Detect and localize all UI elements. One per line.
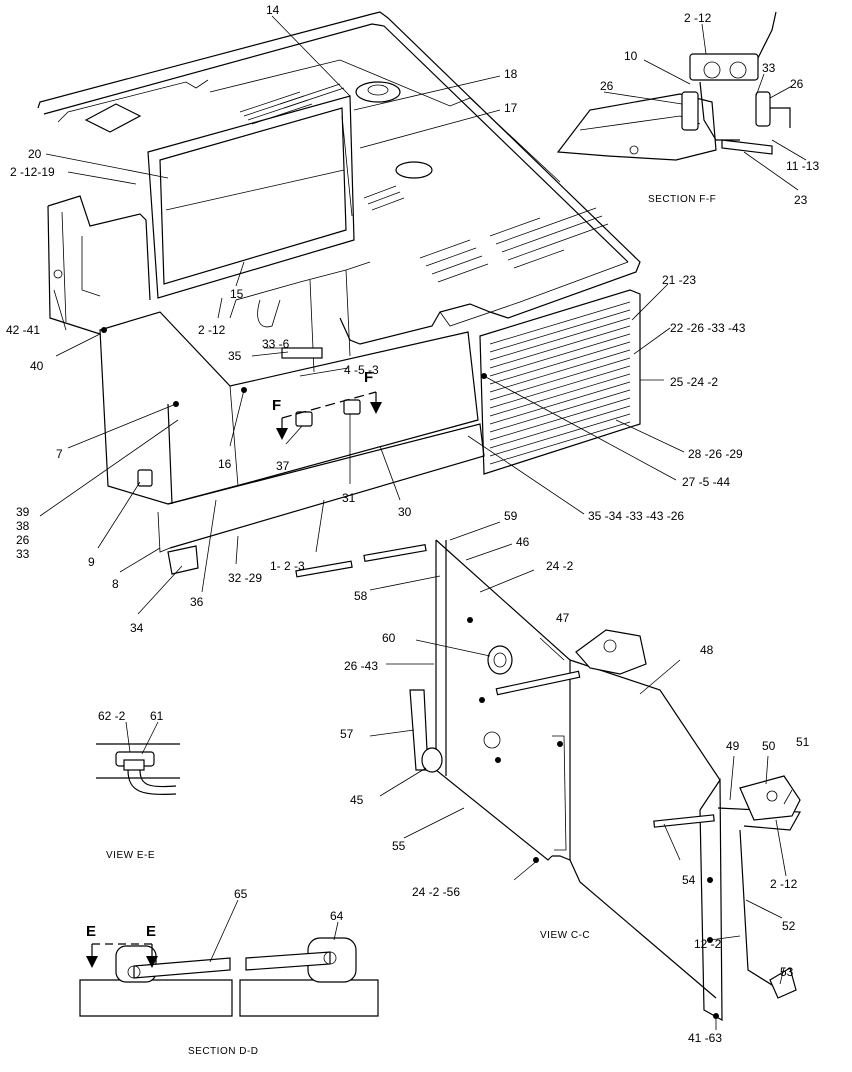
callout-61: 61: [150, 709, 164, 723]
callout-12-2: 12 -2: [694, 937, 722, 951]
callout-36: 36: [190, 595, 204, 609]
callout-20: 20: [28, 147, 42, 161]
section-ff-drawing: [556, 11, 791, 161]
callout-24-2: 24 -2: [546, 559, 574, 573]
callout-35-34-33-43-26: 35 -34 -33 -43 -26: [588, 509, 684, 523]
callout-45: 45: [350, 793, 364, 807]
callout-22-26-33-43: 22 -26 -33 -43: [670, 321, 746, 335]
callout-49: 49: [726, 739, 740, 753]
callout-26: 26: [16, 533, 30, 547]
callout-55: 55: [392, 839, 406, 853]
callout-labels: 14 18 17 20 2 -12-19 42 -41 40 7 39 38 2…: [6, 3, 819, 1045]
callout-31: 31: [342, 491, 356, 505]
callout-60: 60: [382, 631, 396, 645]
callout-37: 37: [276, 459, 290, 473]
caption-view-cc: VIEW C-C: [540, 930, 590, 941]
callout-25-24-2: 25 -24 -2: [670, 375, 718, 389]
callout-62-2: 62 -2: [98, 709, 126, 723]
callout-46: 46: [516, 535, 530, 549]
callout-40: 40: [30, 359, 44, 373]
section-dd-drawing: [79, 937, 379, 1017]
callout-14: 14: [266, 3, 280, 17]
callout-38: 38: [16, 519, 30, 533]
callout-47: 47: [556, 611, 570, 625]
callout-ff-10: 10: [624, 49, 638, 63]
callout-1-2-3: 1- 2 -3: [270, 559, 305, 573]
view-cc-drawing: [409, 539, 801, 1022]
callout-ff-23: 23: [794, 193, 808, 207]
callout-8: 8: [112, 577, 119, 591]
callout-32-29: 32 -29: [228, 571, 262, 585]
section-marker-f-left: F: [272, 397, 281, 414]
callout-ff-11-13: 11 -13: [786, 159, 819, 173]
callout-16: 16: [218, 457, 232, 471]
section-marker-e-right: E: [146, 923, 156, 940]
callout-58: 58: [354, 589, 368, 603]
callout-42-41: 42 -41: [6, 323, 40, 337]
callout-26-43: 26 -43: [344, 659, 378, 673]
callout-ff-33: 33: [762, 61, 776, 75]
section-marker-e-left: E: [86, 923, 96, 940]
callout-33-6: 33 -6: [262, 337, 290, 351]
view-captions: SECTION F-F VIEW E-E VIEW C-C SECTION D-…: [106, 194, 716, 1057]
callout-18: 18: [504, 67, 518, 81]
callout-17: 17: [504, 101, 518, 115]
callout-27-5-44: 27 -5 -44: [682, 475, 730, 489]
callout-65: 65: [234, 887, 248, 901]
callout-48: 48: [700, 643, 714, 657]
caption-section-ff: SECTION F-F: [648, 194, 716, 205]
callout-54: 54: [682, 873, 696, 887]
callout-64: 64: [330, 909, 344, 923]
callout-4-5-3: 4 -5 -3: [344, 363, 379, 377]
callout-39: 39: [16, 505, 30, 519]
callout-2-12-right: 2 -12: [770, 877, 798, 891]
callout-35: 35: [228, 349, 242, 363]
callout-ff-2-12: 2 -12: [684, 11, 712, 25]
callout-53: 53: [780, 965, 794, 979]
callout-30: 30: [398, 505, 412, 519]
callout-24-2-56: 24 -2 -56: [412, 885, 460, 899]
callout-52: 52: [782, 919, 796, 933]
view-ee-drawing: [96, 743, 180, 796]
callout-15: 15: [230, 287, 244, 301]
caption-section-dd: SECTION D-D: [188, 1046, 259, 1057]
callout-2-12-19: 2 -12-19: [10, 165, 55, 179]
callout-21-23: 21 -23: [662, 273, 696, 287]
callout-50: 50: [762, 739, 776, 753]
callout-ff-26-right: 26: [790, 77, 804, 91]
callout-7: 7: [56, 447, 63, 461]
callout-28-26-29: 28 -26 -29: [688, 447, 743, 461]
callout-9: 9: [88, 555, 95, 569]
section-marker-f-right: F: [364, 369, 373, 386]
main-housing-drawing: [37, 11, 641, 578]
leader-lines: [39, 15, 807, 1030]
callout-ff-26-left: 26: [600, 79, 614, 93]
callout-34: 34: [130, 621, 144, 635]
callout-41-63: 41 -63: [688, 1031, 722, 1045]
callout-2-12: 2 -12: [198, 323, 226, 337]
caption-view-ee: VIEW E-E: [106, 850, 155, 861]
callout-59: 59: [504, 509, 518, 523]
callout-33: 33: [16, 547, 30, 561]
callout-57: 57: [340, 727, 354, 741]
callout-51: 51: [796, 735, 810, 749]
